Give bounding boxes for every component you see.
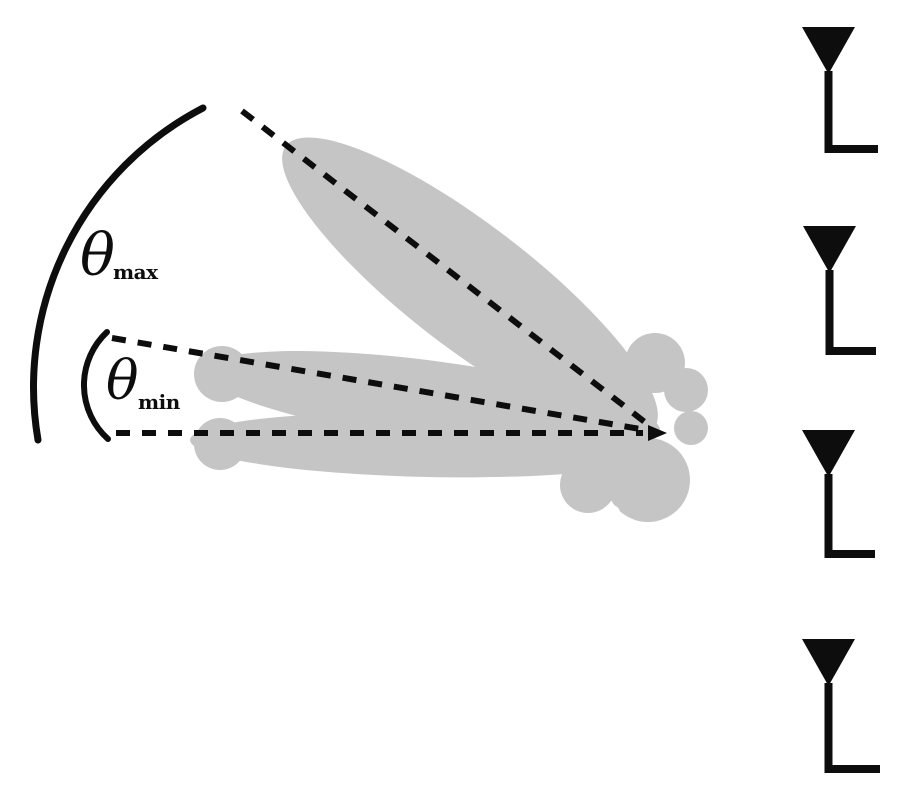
theta-min-dashed-line	[111, 335, 647, 433]
mid-beam-lobe-tip	[194, 346, 250, 402]
convergence-arrowhead	[648, 425, 667, 441]
beam-lobes	[190, 137, 708, 522]
lower-beam-lobe	[190, 412, 666, 478]
antenna-icon	[802, 430, 875, 558]
theta-max-dashed-line	[240, 108, 652, 429]
side-lobe	[560, 457, 616, 513]
antenna-icon	[802, 27, 878, 153]
theta-symbol: θ	[80, 221, 115, 289]
antenna-icon	[803, 226, 876, 355]
theta-min-arc	[81, 329, 111, 442]
theta-min-subscript: min	[138, 390, 180, 414]
antenna-array	[802, 27, 880, 773]
lower-beam-lobe-tip	[194, 418, 246, 470]
side-lobe	[606, 438, 690, 522]
theta-max-subscript: max	[113, 260, 158, 284]
antenna-icon	[802, 639, 880, 773]
side-lobe-notch	[604, 505, 620, 521]
side-lobe-cluster	[560, 333, 708, 522]
theta-symbol: θ	[106, 349, 139, 412]
side-lobe	[674, 411, 708, 445]
side-lobe	[664, 368, 708, 412]
theta-max-arc	[30, 104, 207, 444]
